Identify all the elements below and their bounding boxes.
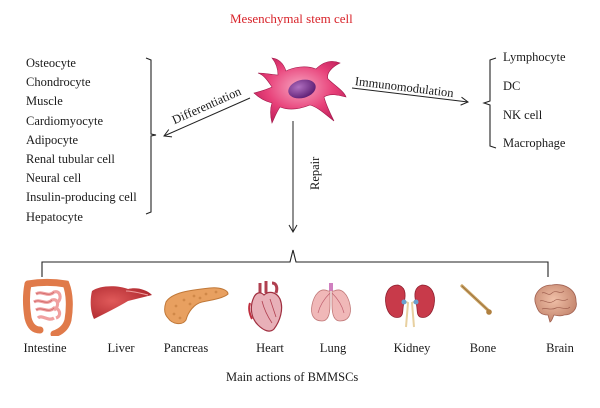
heart-icon [248,281,283,332]
organ-label-bone: Bone [469,341,497,355]
stem-cell-icon [253,57,347,124]
differentiation-list: Osteocyte Chondrocyte Muscle Cardiomyocy… [26,54,137,227]
diff-item: Muscle [26,94,63,109]
differentiation-arrow [163,97,251,138]
imm-item: Lymphocyte [503,50,566,64]
repair-bracket [41,249,549,277]
pancreas-icon [164,287,229,325]
organ-label-brain: Brain [546,341,574,355]
diff-item: Hepatocyte [26,209,83,224]
organ-label-lung: Lung [319,341,347,355]
immunomodulation-arrow [351,87,470,106]
kidney-icon [385,284,435,328]
organ-label-liver: Liver [107,341,135,355]
liver-icon [90,286,152,319]
diff-item: Adipocyte [26,132,79,147]
bone-icon [460,284,492,315]
imm-item: Macrophage [503,136,566,150]
intestine-icon [23,279,73,336]
figure-caption: Main actions of BMMSCs [226,370,359,384]
imm-item: NK cell [503,108,543,122]
brain-icon [534,284,577,323]
diff-item: Insulin-producing cell [26,190,137,205]
diff-item: Cardiomyocyte [26,113,104,128]
repair-label: Repair [308,156,322,190]
organ-label-kidney: Kidney [393,341,431,355]
diff-item: Renal tubular cell [26,152,115,167]
lung-icon [311,283,351,322]
diagram-title: Mesenchymal stem cell [230,11,353,26]
immunomodulation-bracket [482,57,497,149]
organ-label-heart: Heart [256,341,284,355]
diff-item: Neural cell [26,171,82,186]
organ-label-pancreas: Pancreas [163,341,209,355]
diff-item: Chondrocyte [26,75,91,90]
differentiation-bracket [145,57,157,215]
organ-label-intestine: Intestine [23,341,67,355]
diff-item: Osteocyte [26,56,76,70]
imm-item: DC [503,79,521,93]
